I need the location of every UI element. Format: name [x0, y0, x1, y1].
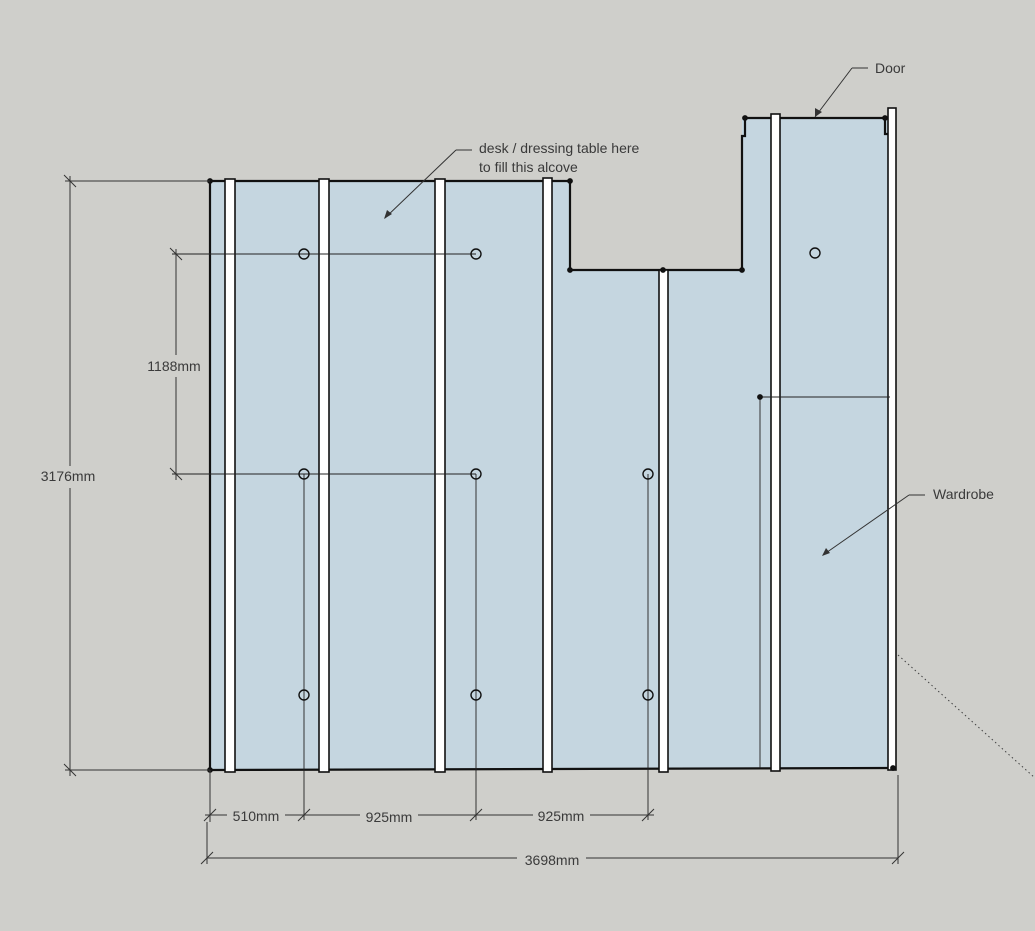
dimension-width-total: [200, 775, 905, 865]
wall-stud: [542, 177, 553, 773]
vertex-dot: [567, 267, 573, 273]
circle-icon: [809, 247, 821, 259]
dimension-height-total: [63, 174, 210, 777]
dimension-light-spacing: [169, 247, 183, 481]
desk-label-line1: desk / dressing table here: [479, 140, 640, 156]
circle-icon: [470, 248, 482, 260]
dimension-width-label: 3698mm: [525, 852, 579, 868]
dimension-offset-chain: [203, 770, 655, 822]
circle-icon: [298, 468, 310, 480]
light-guide-lines: [172, 253, 649, 820]
circle-icon: [470, 689, 482, 701]
dimension-offset-label: 510mm: [233, 808, 280, 824]
vertex-dot: [567, 178, 573, 184]
circle-icon: [642, 689, 654, 701]
circle-icon: [298, 248, 310, 260]
circle-icon: [642, 468, 654, 480]
wardrobe-label: Wardrobe: [933, 486, 994, 502]
dimension-spacing-1-label: 925mm: [366, 809, 413, 825]
vertex-dot: [739, 267, 745, 273]
wall-stud: [658, 269, 669, 773]
wall-stud: [318, 178, 330, 773]
wardrobe-callout: [822, 494, 925, 556]
door-label: Door: [875, 60, 906, 76]
wardrobe-partition: [758, 396, 890, 768]
vertex-dot: [882, 115, 888, 121]
desk-callout: [384, 149, 472, 219]
light-fittings: [298, 247, 821, 701]
wall-stud: [224, 178, 236, 773]
wall-studs: [224, 107, 897, 773]
circle-icon: [470, 468, 482, 480]
vertex-dot: [660, 267, 666, 273]
desk-label-line2: to fill this alcove: [479, 159, 578, 175]
vertex-dot: [742, 115, 748, 121]
circle-icon: [298, 689, 310, 701]
dimension-spacing-label: 1188mm: [147, 358, 200, 374]
wall-stud: [434, 178, 446, 773]
wall-stud: [770, 113, 781, 772]
vertex-dot: [757, 394, 763, 400]
dimension-height-label: 3176mm: [41, 468, 95, 484]
wall-stud: [887, 107, 897, 771]
dimension-spacing-2-label: 925mm: [538, 808, 585, 824]
axis-guide-dotted: [897, 654, 1035, 779]
door-callout: [814, 67, 868, 118]
vertex-dot: [890, 765, 896, 771]
